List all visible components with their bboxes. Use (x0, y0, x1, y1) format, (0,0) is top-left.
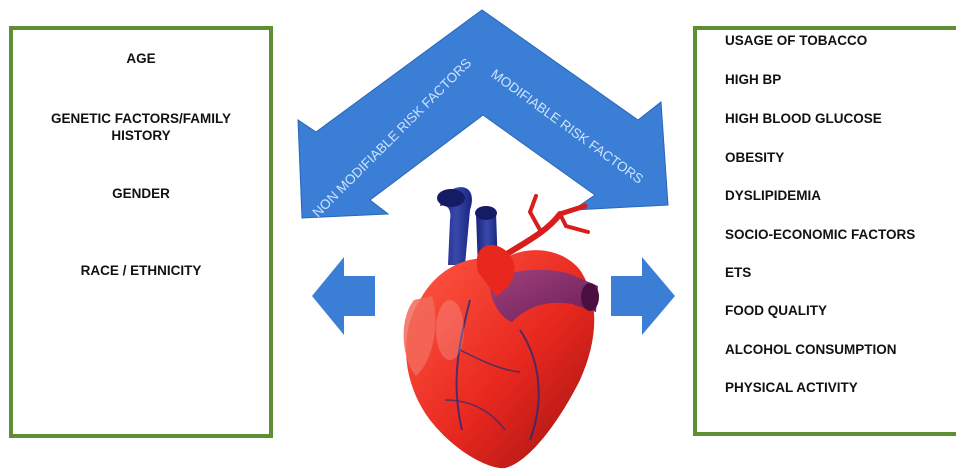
left-arrow-icon (312, 257, 375, 335)
heart-icon (404, 187, 599, 468)
chevron-arrow (298, 10, 668, 218)
right-arrow-icon (611, 257, 675, 335)
